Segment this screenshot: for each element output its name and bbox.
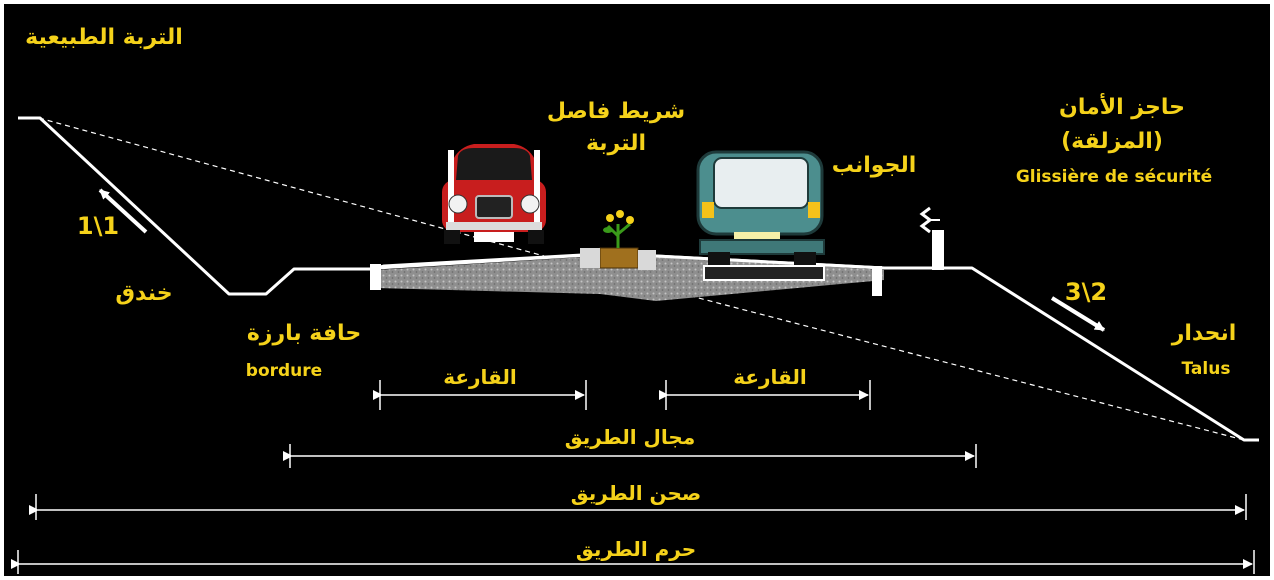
label-road-space: مجال الطريق xyxy=(565,425,695,449)
label-slope-fr: Talus xyxy=(1182,359,1231,379)
label-curb-fr: bordure xyxy=(246,361,322,381)
red-car-icon xyxy=(442,144,546,244)
label-carriageway-right: القارعة xyxy=(733,365,807,389)
label-slope-right: 3\2 xyxy=(1065,278,1107,306)
label-median-strip: شريط فاصل xyxy=(547,99,685,124)
median-strip xyxy=(599,247,639,269)
slope-arrow-left xyxy=(98,188,148,234)
curb-right xyxy=(872,266,882,296)
label-safety-barrier: حاجز الأمان xyxy=(1059,92,1185,120)
label-right-of-way: حرم الطريق xyxy=(576,537,696,561)
label-roadbed: صحن الطريق xyxy=(571,481,702,505)
label-shoulders: الجوانب xyxy=(832,153,917,178)
plant-icon xyxy=(603,210,634,248)
label-ditch: خندق xyxy=(115,281,172,306)
label-safety-barrier-2: (المزلقة) xyxy=(1061,129,1163,154)
natural-ground-line-right xyxy=(663,288,1245,441)
pavement-top-right xyxy=(655,254,885,270)
label-slope-left: 1\1 xyxy=(77,212,119,240)
label-median-soil: التربة xyxy=(586,131,646,156)
label-natural-soil: التربة الطبيعية xyxy=(25,25,183,50)
label-safety-barrier-fr: Glissière de sécurité xyxy=(1016,167,1212,187)
label-curb: حافة بارزة xyxy=(247,321,361,346)
diagram-frame: التربة الطبيعية حاجز الأمان (المزلقة) Gl… xyxy=(4,4,1270,576)
guardrail-icon xyxy=(919,206,944,270)
van-icon xyxy=(696,150,825,281)
label-slope: انحدار xyxy=(1171,321,1237,346)
curb-left xyxy=(370,264,381,290)
road-cross-section: التربة الطبيعية حاجز الأمان (المزلقة) Gl… xyxy=(11,25,1259,574)
pavement-top xyxy=(375,252,605,270)
label-carriageway-left: القارعة xyxy=(443,365,517,389)
slope-arrow-right xyxy=(1050,296,1106,332)
